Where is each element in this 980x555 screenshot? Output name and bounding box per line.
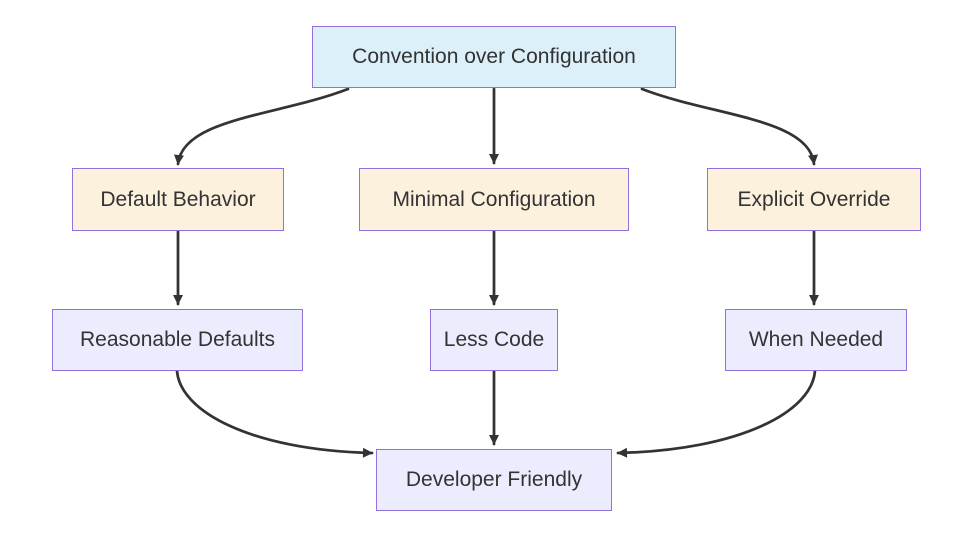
node-label-less-code: Less Code	[443, 328, 545, 351]
edge-convention-to-explicit-override	[640, 87, 818, 166]
node-explicit-override: Explicit Override	[707, 168, 921, 231]
node-default-behavior: Default Behavior	[72, 168, 284, 231]
edge-when-needed-to-developer-friendly	[616, 369, 817, 458]
node-label-reasonable-defaults: Reasonable Defaults	[80, 328, 275, 351]
node-label-developer-friendly: Developer Friendly	[405, 468, 583, 491]
node-label-explicit-override: Explicit Override	[737, 187, 891, 211]
node-label-convention: Convention over Configuration	[352, 45, 636, 68]
node-label-when-needed: When Needed	[748, 328, 884, 351]
edge-group	[173, 87, 819, 458]
node-developer-friendly: Developer Friendly	[376, 449, 612, 511]
node-convention-over-configuration: Convention over Configuration	[312, 26, 676, 88]
edge-reasonable-defaults-to-developer-friendly	[175, 369, 374, 458]
node-minimal-configuration: Minimal Configuration	[359, 168, 629, 231]
node-label-minimal-configuration: Minimal Configuration	[392, 187, 596, 211]
edge-convention-to-default-behavior	[174, 87, 350, 166]
node-reasonable-defaults: Reasonable Defaults	[52, 309, 303, 371]
node-when-needed: When Needed	[725, 309, 907, 371]
node-label-default-behavior: Default Behavior	[100, 187, 256, 211]
node-less-code: Less Code	[430, 309, 558, 371]
